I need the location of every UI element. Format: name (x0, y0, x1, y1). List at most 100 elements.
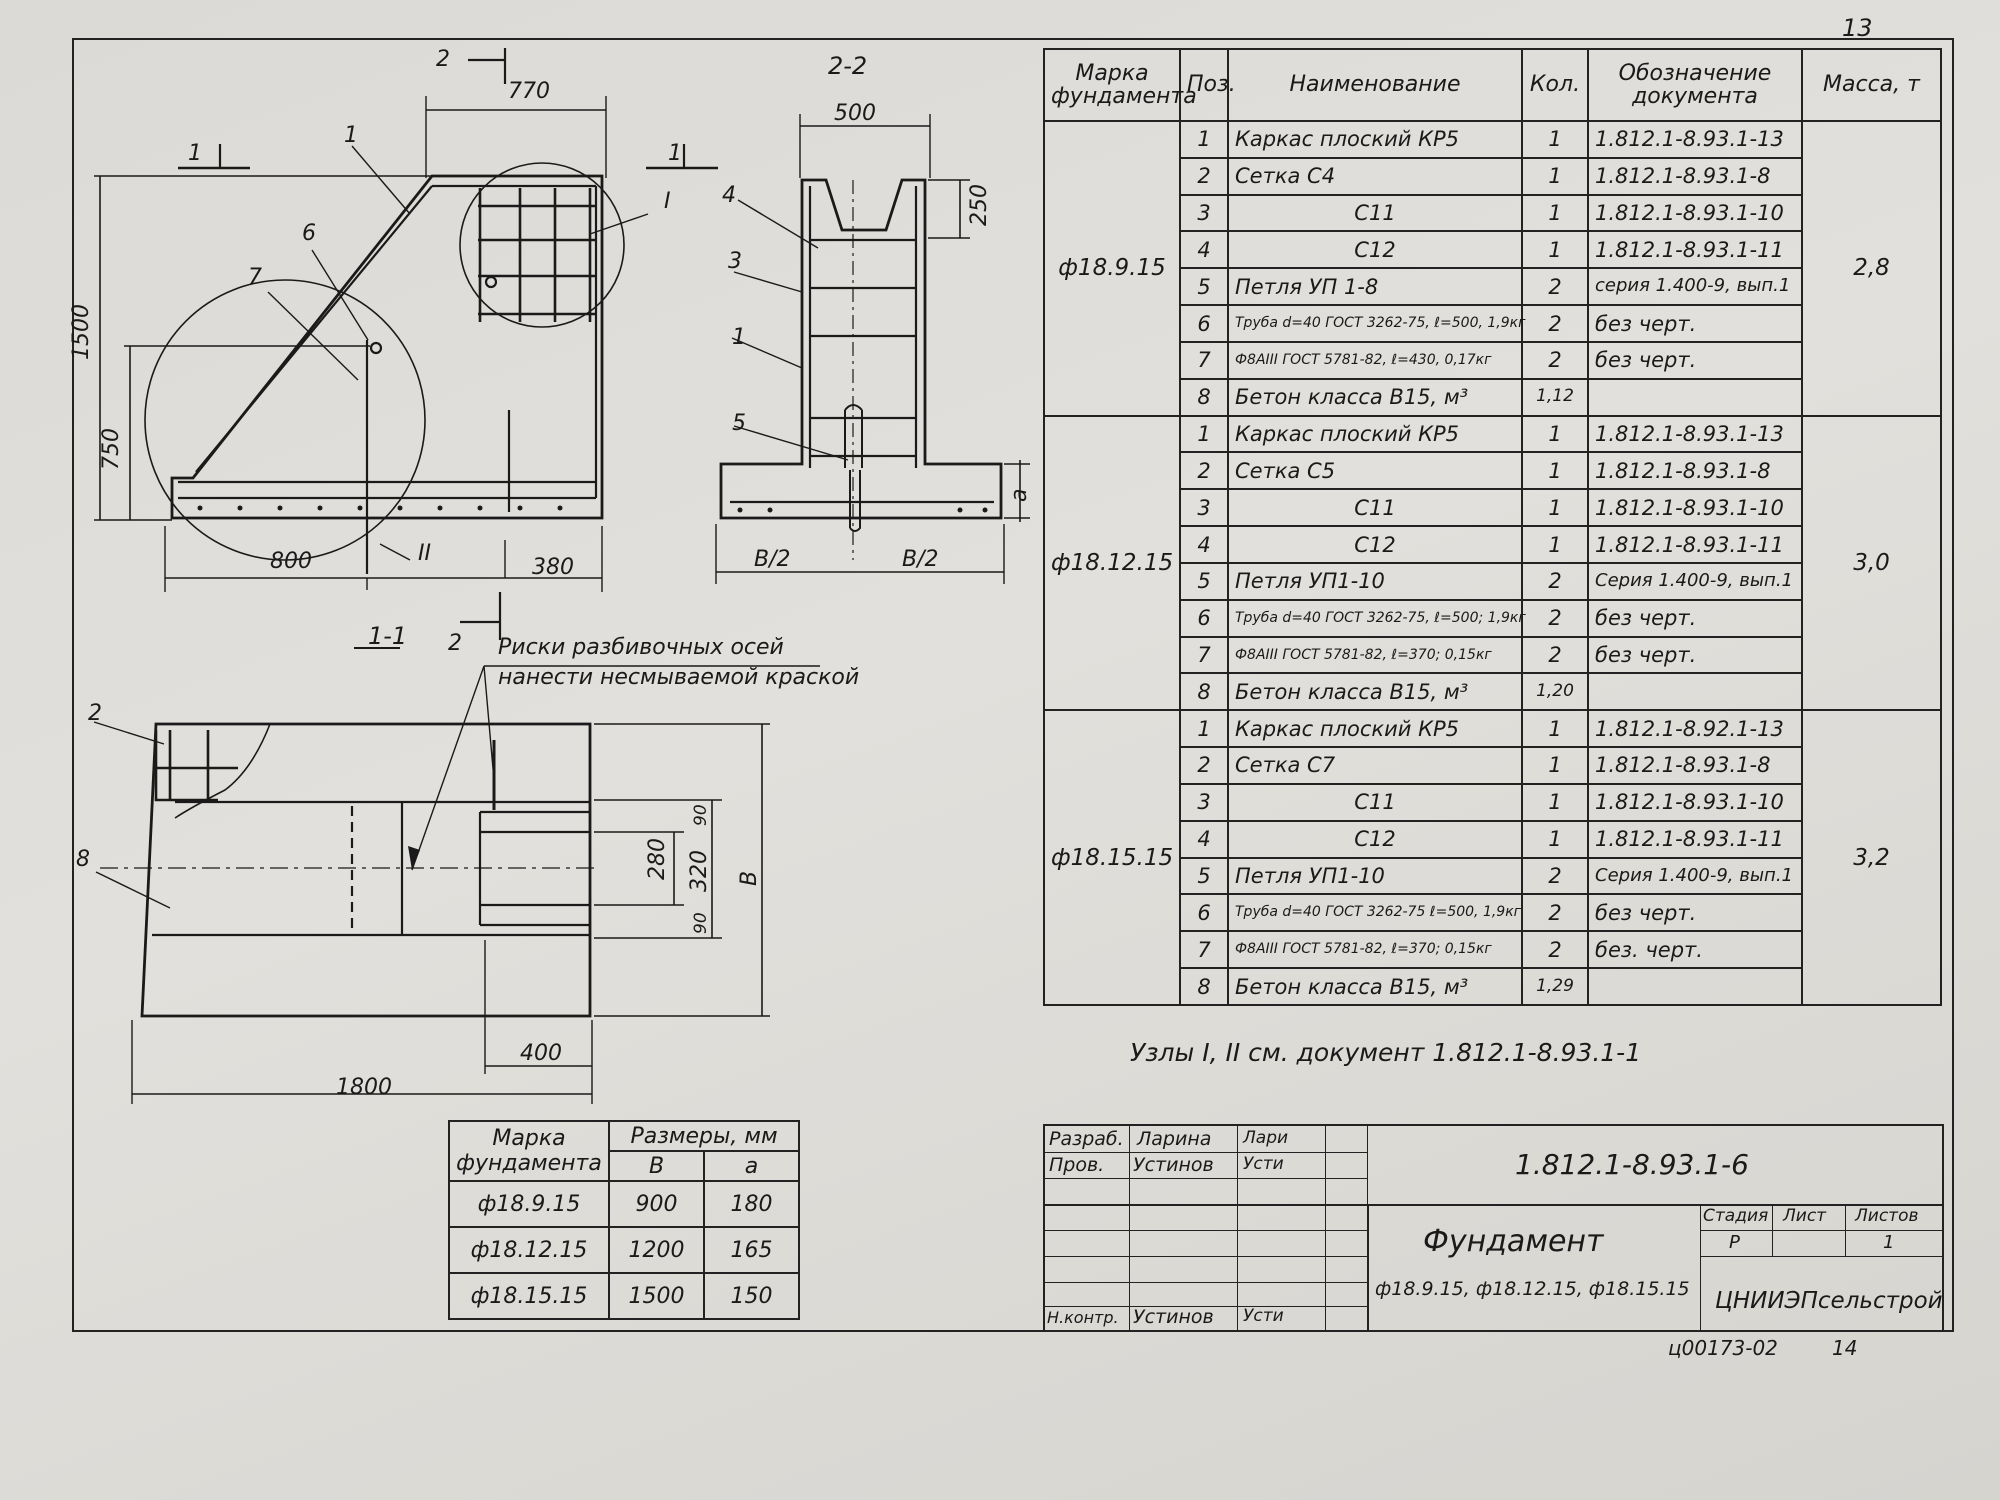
sizes-header-mark: Марка фундамента (448, 1120, 610, 1182)
cell-doc: 1.812.1-8.92.1-13 (1587, 709, 1803, 749)
sizes-row: ф18.9.15 900 180 (448, 1180, 800, 1228)
dim-B: B (737, 871, 762, 886)
cell-pos: 1 (1179, 120, 1229, 159)
cell-name: Бетон класса В15, м³ (1227, 672, 1523, 712)
cell-doc: 1.812.1-8.93.1-10 (1587, 488, 1803, 528)
cell-pos: 5 (1179, 267, 1229, 307)
cell-qty: 2 (1521, 267, 1589, 307)
cell-name: С12 (1227, 819, 1523, 859)
cell-doc: без черт. (1587, 893, 1803, 933)
dim-500: 500 (834, 101, 876, 126)
dim-400: 400 (520, 1041, 562, 1066)
cell-qty: 1 (1521, 193, 1589, 233)
drawing-title: Фундамент (1423, 1224, 1604, 1259)
header-name: Наименование (1227, 48, 1523, 122)
cell-pos: 3 (1179, 193, 1229, 233)
stage-value: Р (1729, 1232, 1740, 1253)
cell-qty: 2 (1521, 635, 1589, 675)
section-22-outline (719, 178, 1003, 520)
sizes-header-sizes: Размеры, мм (608, 1120, 800, 1152)
cell-qty: 2 (1521, 340, 1589, 380)
section-11-label: 1-1 (368, 622, 407, 650)
group-mark: ф18.9.15 (1043, 120, 1181, 417)
organization: ЦНИИЭПсельстрой (1715, 1288, 1943, 1314)
cell-name: Петля УП 1-8 (1227, 267, 1523, 307)
cell-doc (1587, 967, 1803, 1006)
group-mark: ф18.15.15 (1043, 709, 1181, 1006)
dim-90-bottom: 90 (691, 912, 711, 934)
sheet-label: Лист (1783, 1206, 1827, 1226)
dim-90-top: 90 (691, 804, 711, 826)
cell-pos: 6 (1179, 304, 1229, 343)
cell-name: Ф8АIII ГОСТ 5781-82, ℓ=370; 0,15кг (1227, 930, 1523, 970)
razrab-label: Разраб. (1049, 1128, 1124, 1150)
node-ii-label: II (418, 541, 431, 566)
nkontr-signature: Усти (1243, 1306, 1284, 1326)
prov-name: Устинов (1133, 1154, 1214, 1176)
sizes-table: Марка фундамента Размеры, мм В а ф18.9.1… (448, 1120, 800, 1320)
cell-name: Бетон класса В15, м³ (1227, 377, 1523, 417)
razrab-signature: Лари (1243, 1128, 1289, 1148)
drawing-frame (72, 38, 1954, 1332)
title-block: Разраб. Ларина Лари Пров. Устинов Усти Н… (1043, 1124, 1944, 1332)
cell-name: Каркас плоский КР5 (1227, 120, 1523, 159)
header-pos: Поз. (1179, 48, 1236, 122)
cell-qty: 1 (1521, 709, 1589, 749)
cell-name: Петля УП1-10 (1227, 561, 1523, 601)
group-mass: 3,2 (1801, 709, 1942, 1006)
cell-qty: 1,20 (1521, 672, 1589, 712)
note-axes-line2: нанести несмываемой краской (498, 665, 859, 690)
cell-doc: 1.812.1-8.93.1-10 (1587, 193, 1803, 233)
plan-view-outline (140, 722, 592, 1018)
cell-name: С12 (1227, 230, 1523, 270)
dim-250: 250 (967, 184, 992, 226)
spec-row: ф18.9.15 1 Каркас плоский КР5 1 1.812.1-… (1043, 120, 1942, 417)
callout-4: 4 (722, 183, 736, 208)
cell-pos: 4 (1179, 819, 1229, 859)
sizes-cell-b: 1200 (608, 1226, 705, 1274)
cell-pos: 3 (1179, 488, 1229, 528)
header-mark: Марка фундамента (1043, 48, 1197, 122)
sheets-value: 1 (1883, 1232, 1895, 1253)
sizes-header-a: а (703, 1150, 800, 1182)
cell-doc: серия 1.400-9, вып.1 (1587, 267, 1803, 307)
cell-doc: 1.812.1-8.93.1-13 (1587, 414, 1803, 454)
cell-doc: 1.812.1-8.93.1-11 (1587, 230, 1803, 270)
nkontr-label: Н.контр. (1047, 1308, 1119, 1327)
cell-name: Бетон класса В15, м³ (1227, 967, 1523, 1006)
cell-doc (1587, 377, 1803, 417)
nodes-note: Узлы I, II см. документ 1.812.1-8.93.1-1 (1130, 1038, 1642, 1067)
front-rebar-slope (195, 185, 433, 473)
cell-qty: 1 (1521, 488, 1589, 528)
cell-pos: 1 (1179, 414, 1229, 454)
sizes-cell-a: 165 (703, 1226, 800, 1274)
callout-6: 6 (302, 221, 316, 246)
cell-doc: 1.812.1-8.93.1-11 (1587, 525, 1803, 564)
cell-doc: 1.812.1-8.93.1-8 (1587, 451, 1803, 491)
sizes-cell-a: 180 (703, 1180, 800, 1228)
cell-qty: 1 (1521, 746, 1589, 785)
dim-b-half-left: B/2 (754, 547, 791, 572)
callout-5: 5 (732, 411, 746, 436)
sizes-cell-mark: ф18.12.15 (448, 1226, 610, 1274)
cell-pos: 8 (1179, 672, 1229, 712)
dim-1500: 1500 (69, 304, 94, 360)
drawing-subtitle: ф18.9.15, ф18.12.15, ф18.15.15 (1375, 1278, 1690, 1300)
dim-a: a (1007, 489, 1032, 502)
cell-pos: 6 (1179, 598, 1229, 638)
callout-3: 3 (728, 249, 742, 274)
cell-name: Труба d=40 ГОСТ 3262-75 ℓ=500, 1,9кг (1227, 893, 1523, 933)
dim-770: 770 (508, 79, 550, 104)
cell-doc (1587, 672, 1803, 712)
cell-qty: 2 (1521, 598, 1589, 638)
